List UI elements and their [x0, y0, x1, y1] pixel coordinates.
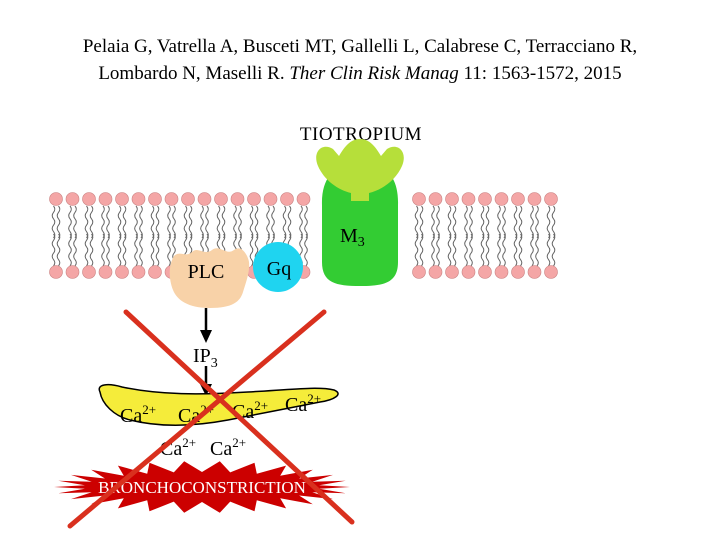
cross-stroke-1 — [123, 309, 355, 525]
lipid-molecule — [412, 192, 426, 279]
lipid-molecule — [461, 192, 476, 279]
cross-stroke-2 — [67, 309, 327, 529]
cell-membrane-bilayer — [49, 192, 558, 279]
lipid-molecule — [511, 192, 525, 279]
lipid-molecule — [65, 192, 80, 279]
tiotropium-molecule — [316, 139, 404, 201]
lipid-molecule — [494, 192, 509, 279]
inhibition-cross — [67, 309, 355, 529]
plc-to-ip3-arrowhead — [200, 330, 212, 343]
lipid-molecule — [428, 192, 443, 279]
citation-line-1: Pelaia G, Vatrella A, Busceti MT, Gallel… — [82, 36, 638, 57]
gq-protein — [253, 242, 303, 292]
m3-receptor-shape — [321, 167, 399, 286]
lipid-molecule — [115, 192, 129, 279]
bronchoconstriction-label: BRONCHOCONSTRICTION — [98, 478, 306, 497]
citation-journal: Ther Clin Risk Manag — [289, 63, 459, 84]
lipid-molecule — [478, 192, 492, 279]
calcium-ion-label: Ca2+ — [210, 435, 246, 460]
m3-receptor-label: M3 — [340, 225, 365, 250]
plc-label: PLC — [188, 261, 225, 283]
lipid-molecule — [445, 192, 459, 279]
calcium-store-reticulum — [98, 383, 339, 426]
citation-line-2: Lombardo N, Maselli R. Ther Clin Risk Ma… — [0, 63, 720, 85]
calcium-ion-label: Ca2+ — [285, 391, 321, 416]
drug-label: TIOTROPIUM — [300, 124, 422, 145]
plc-enzyme — [169, 248, 250, 308]
gq-label: Gq — [267, 258, 291, 280]
ip3-label: IP3 — [193, 345, 218, 371]
lipid-molecule — [544, 192, 558, 279]
lipid-molecule — [527, 192, 542, 279]
lipid-molecule — [98, 192, 113, 279]
citation-reference: 11: 1563-1572, 2015 — [463, 63, 622, 84]
lipid-molecule — [82, 192, 96, 279]
lipid-molecule — [49, 192, 63, 279]
calcium-ion-label: Ca2+ — [120, 402, 156, 427]
lipid-molecule — [131, 192, 146, 279]
citation-authors: Lombardo N, Maselli R. — [98, 63, 285, 84]
lipid-molecule — [148, 192, 162, 279]
calcium-ion-label: Ca2+ — [232, 398, 268, 423]
